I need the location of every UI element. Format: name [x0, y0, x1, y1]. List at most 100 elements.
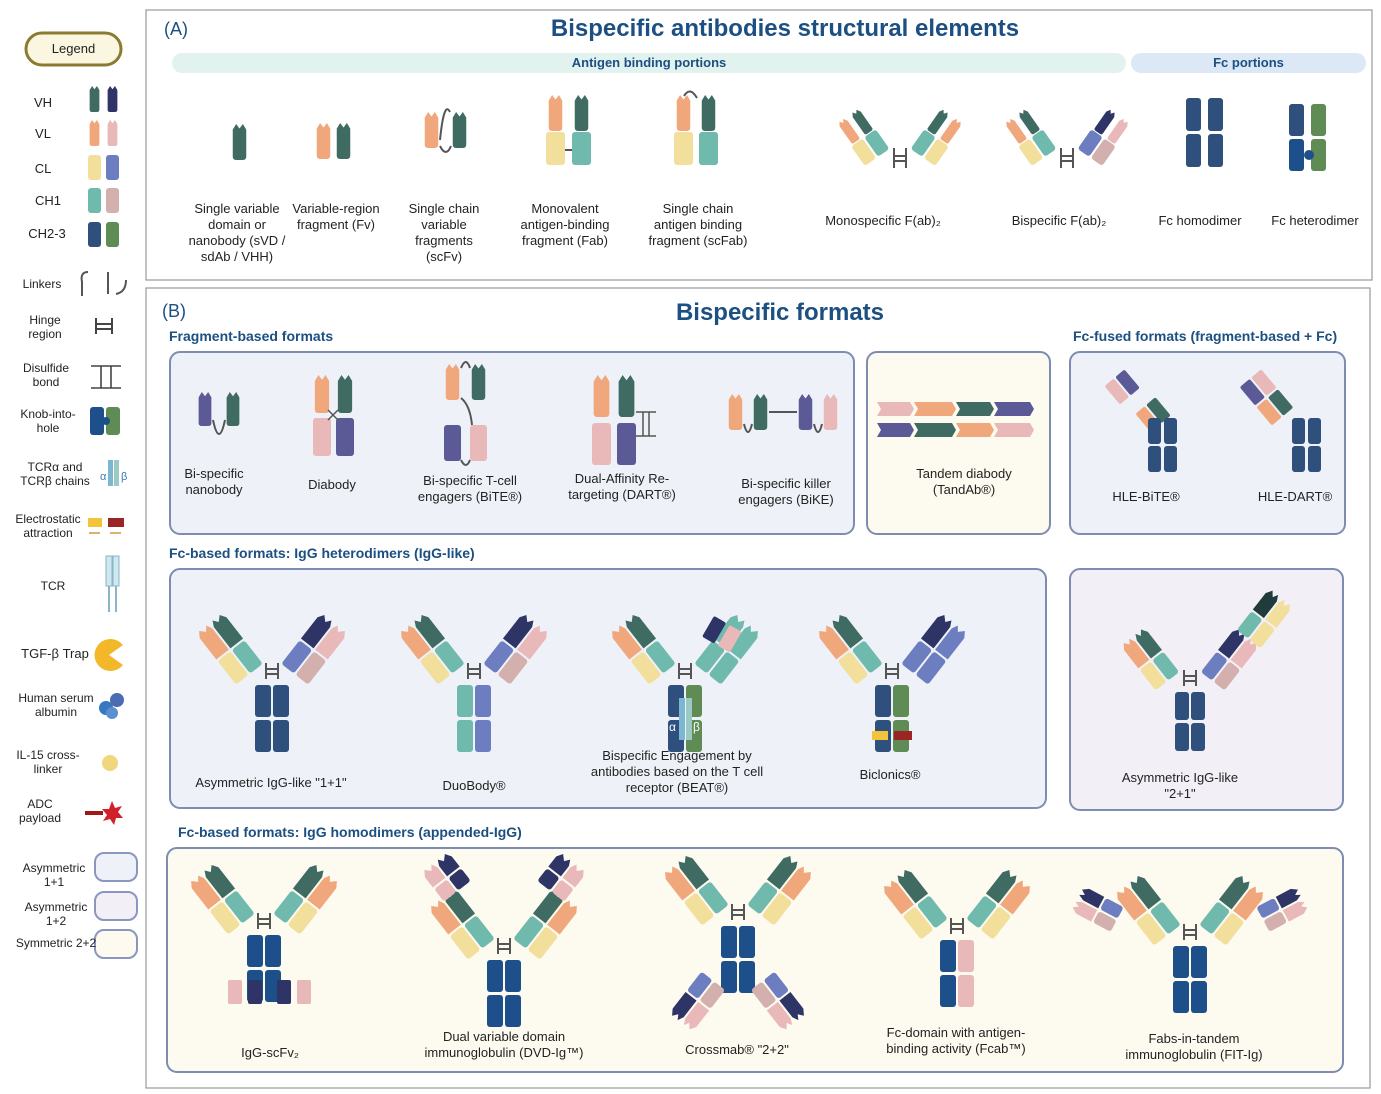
dvd-outer-right-arm-v-inner [562, 864, 584, 888]
biclonics-diagram [819, 614, 965, 752]
igg-homo-5-right-arm-v-outer [1218, 875, 1250, 910]
hle-dart-d1 [1240, 379, 1265, 405]
hle-dart-d2 [1252, 370, 1276, 396]
legend-hsa-label: Human serum albumin [18, 691, 94, 719]
fit-ig-right-extra-c-inner [1264, 912, 1287, 931]
legend-vh-label: VH [33, 95, 53, 110]
hle-dart-d3 [1257, 399, 1281, 425]
igg-hetero-4-right-arm [902, 614, 965, 684]
tandab-d1 [877, 402, 914, 416]
igg-hetero-1-fc-ch2-right [273, 685, 289, 717]
igg-hetero-2-fc-ch2-right [475, 685, 491, 717]
igg-hetero-4-left-arm [819, 614, 882, 684]
il15-icon [102, 755, 118, 771]
igg-hetero-1-right-arm-v-outer [300, 614, 332, 649]
beat-tcr-alpha-chain [679, 698, 685, 740]
fab-label: Monovalent antigen-binding fragment (Fab… [520, 201, 610, 248]
hinge-icon [95, 318, 113, 334]
svd-label: Single variable domain or nanobody (sVD … [188, 201, 286, 264]
igg-homo-2-fc-ch2-left [487, 960, 503, 992]
hle-bite-d2 [1116, 370, 1140, 395]
fc-homodimer-label: Fc homodimer [1158, 213, 1242, 228]
fc-hetero-ch2-right [1311, 104, 1326, 136]
homo-section-title: Fc-based formats: IgG homodimers (append… [178, 824, 522, 840]
crossmab-lower-right-v-inner [766, 1001, 793, 1030]
igg-homo-3-fc-ch2-left [721, 926, 737, 958]
fab-vl-domain [548, 95, 563, 131]
scfab-ch1-domain [699, 132, 718, 165]
fcab-diagram [884, 869, 1030, 1007]
igg-homo-4-right-arm-c-inner [981, 907, 1011, 939]
legend-sym22-label: Symmetric 2+2 [15, 936, 97, 950]
igg-homo-1-right-arm-v-inner [307, 875, 337, 910]
bite-vh-2 [444, 425, 461, 461]
crossmab-diagram [665, 855, 811, 1030]
mono-left-ch1 [865, 130, 889, 156]
crossmab-lower-right-c-outer [764, 972, 789, 998]
igg-hetero-2-left-arm [401, 614, 464, 684]
igg-homo-4-left-arm [884, 869, 947, 939]
mono-right-cl [924, 139, 948, 165]
legend-badge [24, 31, 123, 67]
beat-scfv-vh [702, 616, 726, 643]
symmetric-2-2-swatch [94, 929, 138, 959]
igg-homo-5-fc-ch2-left [1173, 946, 1189, 978]
legend-ch1-label: CH1 [34, 193, 61, 208]
bi-right-cl [1091, 139, 1115, 165]
hle-bite-fc3 [1148, 446, 1161, 472]
igg-hetero-3-left-arm-v-inner [625, 614, 657, 649]
fit-ig-left-extra [1072, 888, 1123, 931]
crossmab-lower-left-c-inner [687, 972, 712, 998]
crossmab-lower-left-v-outer [683, 1001, 710, 1030]
legend-disulfide-label: Disulfide bond [22, 361, 70, 389]
legend-adc-label: ADC payload [18, 797, 62, 825]
legend-electrostatic-label: Electrostatic attraction [15, 512, 81, 540]
legend-cl-label: CL [34, 161, 52, 176]
dvd-outer-right-arm-c-outer [538, 869, 559, 890]
bite-vl-1 [445, 364, 460, 400]
igg-homo-4-right-arm-c-outer [967, 896, 997, 928]
antigen-band-label: Antigen binding portions [571, 55, 727, 70]
panel-b-tag: (B) [162, 301, 186, 321]
dvd-outer-right-arm-c-inner [552, 880, 573, 901]
bispecific-fab2-diagram [1004, 108, 1130, 168]
vh-green-swatch [89, 86, 100, 112]
igg-hetero-5-fc-ch2-right [1191, 692, 1205, 720]
igg-homo-1-right-arm [274, 864, 337, 934]
igg-hetero-5-right-arm-c-outer [1202, 652, 1227, 680]
igg-hetero-1-fc-ch3-left [255, 720, 271, 752]
igg-homo-4-left-arm-c-outer [903, 907, 933, 939]
igg-hetero-1-left-arm-c-outer [218, 652, 248, 684]
crossmab-label: Crossmab® "2+2" [685, 1042, 789, 1057]
igg-homo-1-right-arm-v-outer [292, 864, 324, 899]
scfv2-domain-0b [248, 980, 262, 1004]
tcr-stalk-icon [108, 586, 117, 612]
tandab-label: Tandem diabody (TandAb®) [916, 466, 1012, 497]
igg-homo-1-left-arm-v-outer [191, 875, 221, 910]
scfv2-domain-1b [297, 980, 311, 1004]
igg-hetero-4-left-arm-v-inner [832, 614, 864, 649]
igg-hetero-2-left-arm-c-outer [420, 652, 450, 684]
igg-homo-5-right-arm-c-outer [1200, 902, 1230, 934]
igg-homo-4-fc-ch3-left [940, 975, 956, 1007]
tandab-diagram [877, 402, 1034, 437]
hsa-icon-2 [110, 693, 124, 707]
vl-pink-swatch [107, 120, 118, 146]
igg-homo-3-right-arm-v-inner [781, 866, 811, 901]
hle-dart-fc3 [1292, 446, 1305, 472]
asym-2plus1-extra-arm-v-outer [1252, 590, 1279, 619]
fit-ig-right-extra-v-outer [1275, 888, 1301, 909]
fit-ig-right-extra-c-outer [1257, 898, 1280, 918]
fragment-section-title: Fragment-based formats [169, 328, 334, 344]
tandab-panel [866, 351, 1051, 535]
beat-diagram [612, 614, 758, 752]
beat-scfv [702, 616, 742, 652]
panel-b: α β [145, 287, 1371, 1089]
igg-hetero-2-fc-ch3-left [457, 720, 473, 752]
igg-hetero-5-right-arm-c-inner [1214, 662, 1240, 690]
tandab-d5 [877, 423, 914, 437]
igg-homo-4-right-arm-v-outer [985, 869, 1017, 904]
legend-title: Legend [51, 41, 96, 56]
tandab-d3 [956, 402, 994, 416]
igg-homo-5-fc-ch3-right [1191, 981, 1207, 1013]
